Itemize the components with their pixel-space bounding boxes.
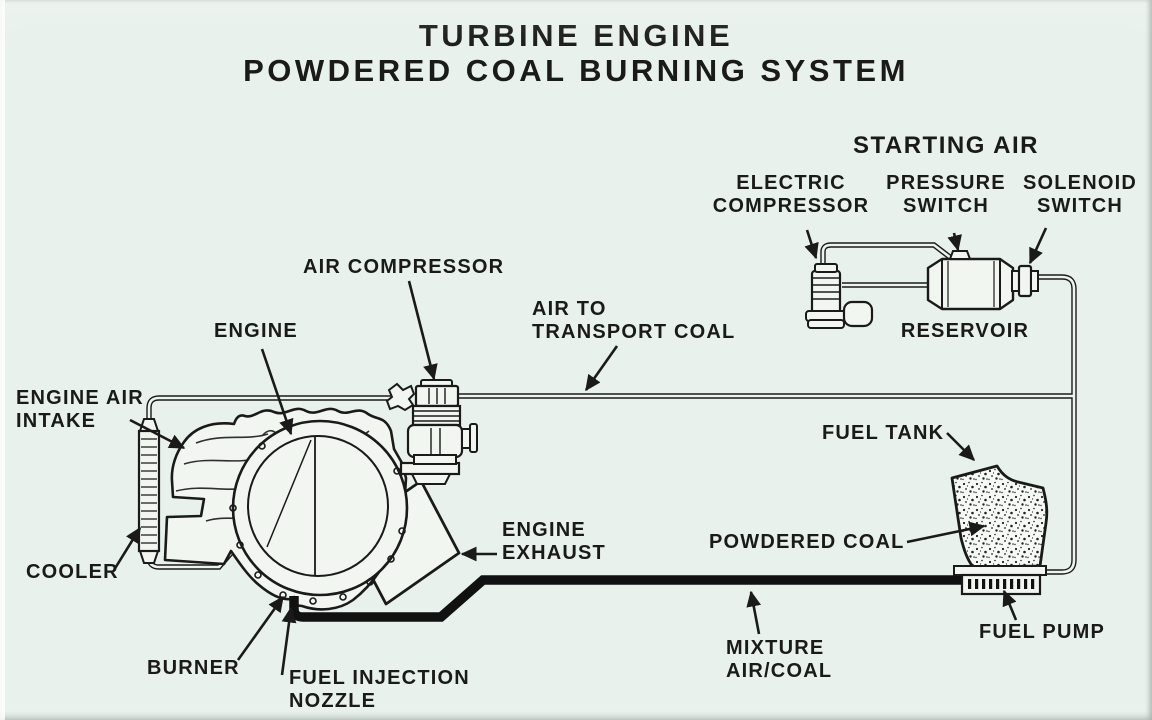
solenoid-switch-arrow (1028, 227, 1048, 265)
cooler-arrow (112, 526, 142, 571)
electric-compressor-unit (805, 263, 874, 329)
label-air-compressor: AIR COMPRESSOR (303, 256, 505, 278)
engine-flywheel-housing (229, 419, 409, 605)
page-title-line1: TURBINE ENGINE (418, 18, 734, 53)
powdered-coal-fill (950, 464, 1049, 569)
solenoid-switch-unit (1011, 264, 1039, 298)
nozzle-arrow (280, 606, 297, 676)
page-title-line2: POWDERED COAL BURNING SYSTEM (243, 53, 909, 88)
engine-air-intake-arrow (129, 418, 186, 450)
label-solenoid-switch: SOLENOID SWITCH (1022, 172, 1138, 217)
powdered-coal-arrow (906, 521, 986, 544)
label-powdered-coal: POWDERED COAL (709, 531, 905, 553)
label-fuel-tank: FUEL TANK (822, 422, 945, 444)
bolt-dots (229, 442, 406, 605)
compressor-inlet-fitting (385, 382, 416, 412)
label-fuel-pump: FUEL PUMP (979, 621, 1105, 643)
page-title: TURBINE ENGINE POWDERED COAL BURNING SYS… (0, 18, 1152, 88)
air-compressor-unit (385, 379, 478, 485)
label-burner: BURNER (147, 657, 240, 679)
air-transport-arrow (584, 345, 619, 392)
label-cooler: COOLER (26, 561, 119, 583)
label-engine-exhaust: ENGINE EXHAUST (502, 519, 606, 564)
engine-arrow (260, 348, 294, 436)
fuel-pump-unit (953, 565, 1047, 596)
air-compressor-arrow (407, 280, 438, 381)
pressure-switch-arrow (947, 232, 962, 252)
mixture-arrow (746, 590, 762, 635)
label-engine: ENGINE (214, 320, 298, 342)
burner-arrow (236, 595, 285, 661)
callout-arrows (112, 227, 1048, 676)
label-engine-air-intake: ENGINE AIR INTAKE (16, 387, 144, 432)
cooler-unit (137, 418, 161, 564)
label-reservoir: RESERVOIR (900, 320, 1030, 342)
reservoir-unit (926, 250, 1015, 311)
electric-compressor-arrow (804, 229, 819, 260)
fuel-tank-arrow (946, 432, 975, 461)
label-mixture-air-coal: MIXTURE AIR/COAL (726, 637, 833, 682)
label-starting-air: STARTING AIR (853, 132, 1039, 159)
fuel-tank-group (950, 464, 1049, 596)
label-air-to-transport-coal: AIR TO TRANSPORT COAL (532, 298, 736, 343)
fuel-pump-arrow (1002, 589, 1018, 621)
label-pressure-switch: PRESSURE SWITCH (886, 172, 1006, 217)
label-electric-compressor: ELECTRIC COMPRESSOR (712, 172, 870, 217)
label-fuel-injection-nozzle: FUEL INJECTION NOZZLE (289, 667, 470, 712)
